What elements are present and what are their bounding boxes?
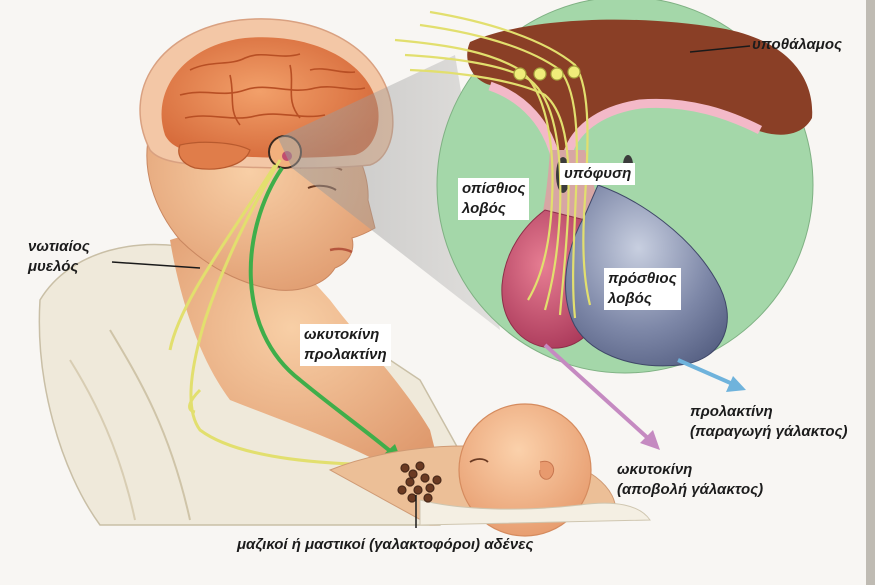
- prolactin-line1: προλακτίνη: [690, 402, 847, 422]
- anterior-lobe-line2: λοβός: [608, 289, 677, 309]
- posterior-lobe-line2: λοβός: [462, 199, 525, 219]
- hormones-line1: ωκυτοκίνη: [304, 325, 387, 345]
- anterior-lobe-label: πρόσθιος λοβός: [604, 268, 681, 310]
- pituitary-text: υπόφυση: [564, 165, 631, 182]
- hormones-pathway-label: ωκυτοκίνη προλακτίνη: [300, 324, 391, 366]
- spinal-cord-label: νωτιαίος μυελός: [28, 237, 90, 277]
- oxytocin-effect-label: ωκυτοκίνη (αποβολή γάλακτος): [617, 460, 763, 500]
- oxytocin-line2: (αποβολή γάλακτος): [617, 480, 763, 500]
- spinal-cord-line2: μυελός: [28, 257, 90, 277]
- spinal-cord-line1: νωτιαίος: [28, 237, 90, 257]
- anterior-lobe-line1: πρόσθιος: [608, 269, 677, 289]
- mammary-glands-text: μαζικοί ή μαστικοί (γαλακτοφόροι) αδένες: [237, 536, 533, 553]
- prolactin-effect-label: προλακτίνη (παραγωγή γάλακτος): [690, 402, 847, 442]
- baby-ear: [540, 461, 554, 479]
- prolactin-output-arrow: [678, 360, 735, 385]
- posterior-lobe-line1: οπίσθιος: [462, 179, 525, 199]
- hypothalamus-label: υποθάλαμος: [752, 35, 842, 55]
- mammary-glands-label: μαζικοί ή μαστικοί (γαλακτοφόροι) αδένες: [237, 535, 533, 555]
- scan-edge: [866, 0, 875, 585]
- hypothalamus-text: υποθάλαμος: [752, 36, 842, 53]
- oxytocin-line1: ωκυτοκίνη: [617, 460, 763, 480]
- hormones-line2: προλακτίνη: [304, 345, 387, 365]
- pituitary-label: υπόφυση: [560, 163, 635, 185]
- posterior-lobe-label: οπίσθιος λοβός: [458, 178, 529, 220]
- prolactin-line2: (παραγωγή γάλακτος): [690, 422, 847, 442]
